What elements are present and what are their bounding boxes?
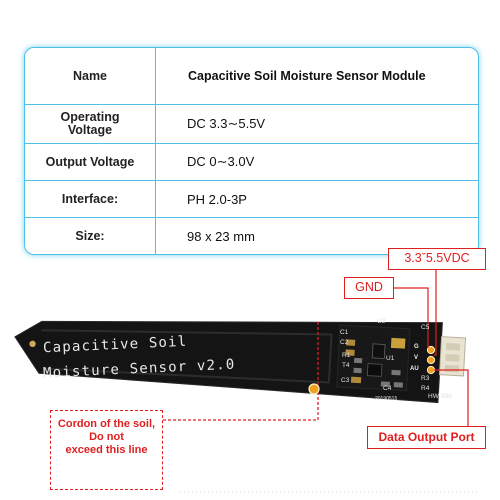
- silk-c3: C3: [341, 377, 350, 384]
- gnd-leader-line: [394, 287, 429, 348]
- cordon-text-line2: Do not: [89, 431, 124, 443]
- mounting-hole: [29, 340, 36, 348]
- pin-label-g: G: [414, 344, 419, 350]
- cordon-callout: Cordon of the soil, Do not exceed this l…: [50, 410, 163, 490]
- pin-label-aout: AU: [410, 366, 419, 372]
- silk-c2: C2: [340, 339, 349, 346]
- capacitor-c1: [345, 339, 356, 346]
- spec-row-interface: Interface: PH 2.0-3P: [25, 180, 478, 218]
- capacitor-c5: [390, 337, 406, 349]
- data-output-callout: Data Output Port: [367, 426, 486, 449]
- transistor-t4: [353, 367, 362, 374]
- resistor-r4: [393, 382, 403, 388]
- voltage-callout: 3.3ˇ5.5VDC: [388, 248, 486, 270]
- silk-u1: U1: [386, 355, 395, 362]
- resistor-r1: [354, 357, 363, 364]
- serial-number: 20190515: [375, 396, 398, 402]
- gnd-callout: GND: [344, 277, 394, 299]
- model-number: HW-390: [428, 393, 452, 400]
- spec-label: Operating Voltage: [25, 104, 156, 144]
- cordon-text-line3: exceed this line: [65, 444, 148, 456]
- silk-r1: R1: [342, 352, 351, 359]
- spec-row-name: Name Capacitive Soil Moisture Sensor Mod…: [25, 48, 478, 105]
- data-leader-line: [434, 369, 469, 426]
- silk-t4: T4: [342, 362, 350, 369]
- spec-value: Capacitive Soil Moisture Sensor Module: [155, 48, 478, 105]
- silk-c4: C4: [383, 385, 392, 392]
- silk-r3: R3: [421, 375, 430, 382]
- spec-label: Interface:: [25, 180, 156, 218]
- pin-v-dot: [426, 355, 436, 365]
- cordon-text-line1: Cordon of the soil,: [57, 418, 156, 430]
- spec-value: 98 x 23 mm: [155, 217, 478, 254]
- silk-r4: R4: [421, 385, 430, 392]
- capacitor-c2: [345, 349, 355, 356]
- capacitor-c4: [380, 381, 390, 387]
- capacitor-c3: [350, 376, 362, 384]
- spec-value: DC 0∼3.0V: [155, 143, 478, 181]
- silk-c5: C5: [421, 324, 430, 331]
- spec-value: PH 2.0-3P: [155, 180, 478, 218]
- cordon-leader-line: [163, 412, 319, 421]
- spec-table: Name Capacitive Soil Moisture Sensor Mod…: [24, 47, 479, 255]
- ic-u1: [366, 363, 383, 377]
- pin-label-v: V: [414, 355, 419, 361]
- pin-aout-dot: [426, 365, 436, 375]
- ic-u2: [371, 343, 386, 359]
- spec-label: Size:: [25, 217, 156, 254]
- cordon-marker-dot: [308, 383, 320, 395]
- silk-c1: C1: [340, 329, 349, 336]
- vdc-leader-line: [434, 270, 437, 356]
- spec-row-size: Size: 98 x 23 mm: [25, 217, 478, 254]
- silk-u2: U2: [377, 318, 386, 325]
- pin-g-dot: [426, 345, 436, 355]
- pcb-board: [14, 320, 467, 404]
- resistor-r3: [391, 369, 401, 376]
